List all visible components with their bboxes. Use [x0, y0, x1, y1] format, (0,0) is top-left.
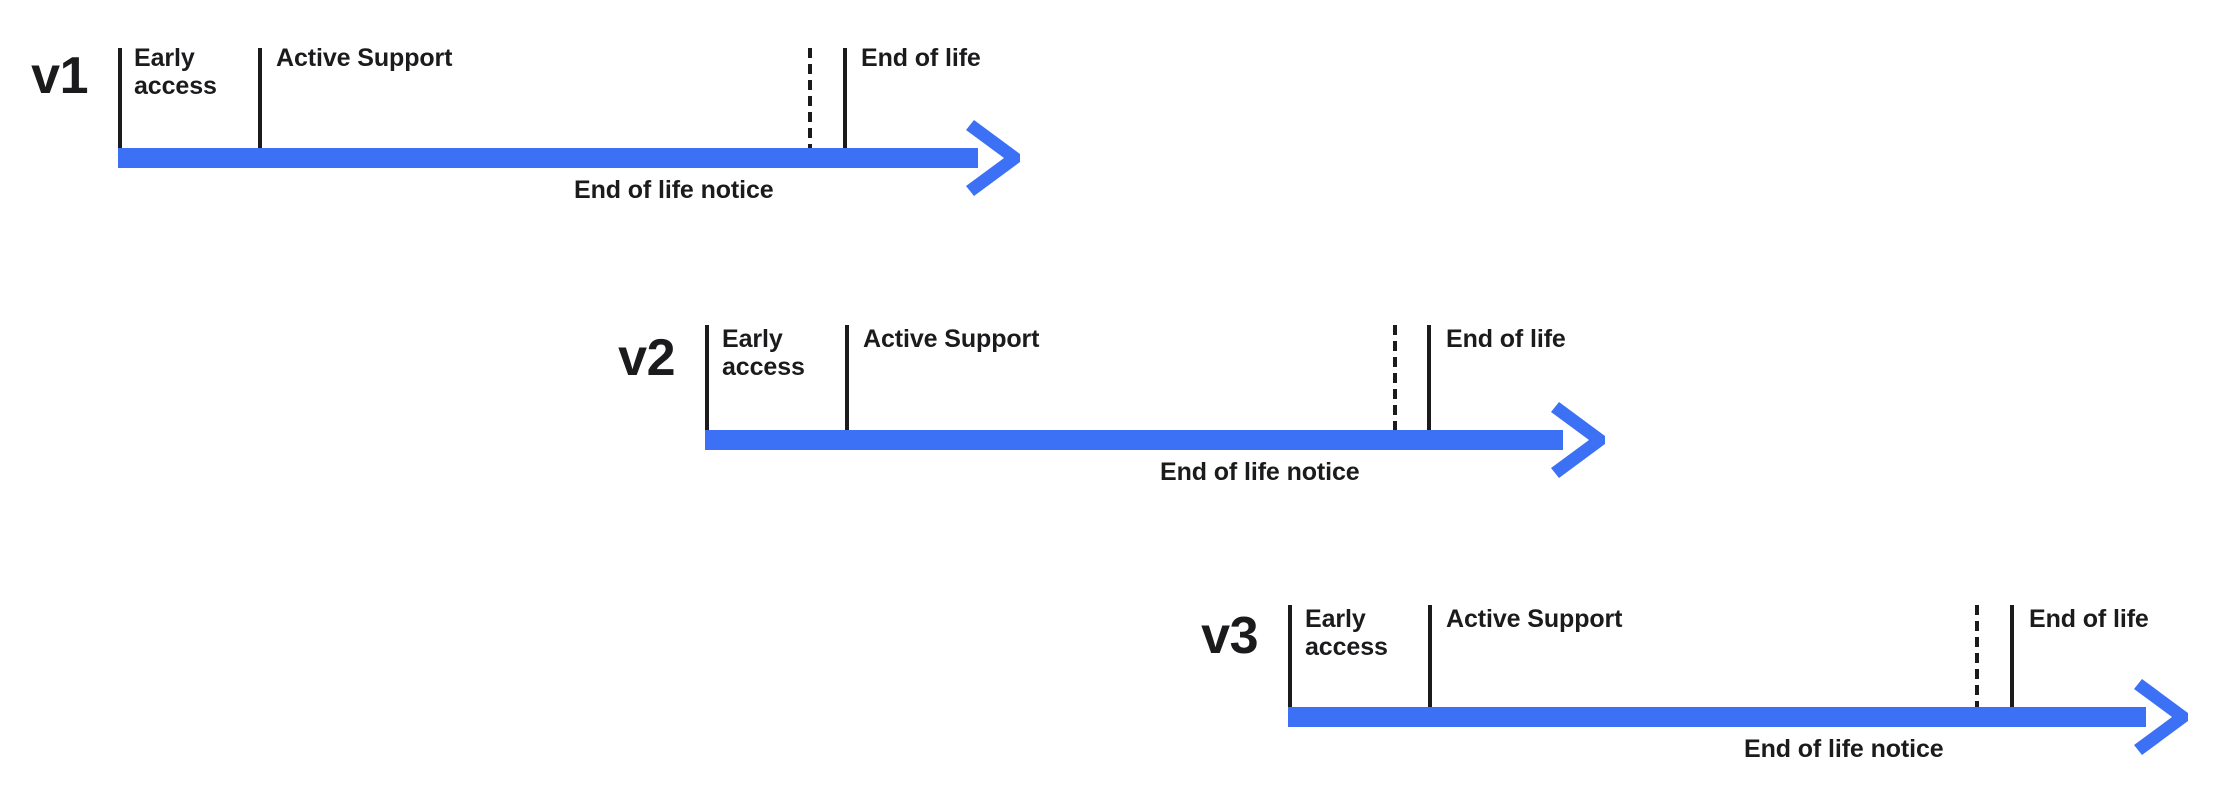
- phase-label-early-access-v1: Early access: [134, 44, 217, 100]
- timeline-arrow-head-v2: [1551, 402, 1605, 478]
- divider-end-of-life-start-v1: [843, 48, 847, 148]
- timeline-arrow-head-v1: [966, 120, 1020, 196]
- timeline-row-v3: v3 Early access Active Support End of li…: [0, 0, 2228, 762]
- phase-label-end-of-life-v2: End of life: [1446, 325, 1566, 353]
- divider-end-of-life-start-v2: [1427, 325, 1431, 430]
- timeline-row-v2: v2 Early access Active Support End of li…: [0, 0, 2228, 485]
- notice-label-v3: End of life notice: [1744, 735, 1944, 763]
- divider-early-access-start-v2: [705, 325, 709, 430]
- divider-end-of-life-notice-v1: [808, 48, 812, 148]
- notice-label-v2: End of life notice: [1160, 458, 1360, 486]
- divider-early-access-start-v1: [118, 48, 122, 148]
- phase-label-early-access-v2: Early access: [722, 325, 805, 381]
- version-label-v2: v2: [618, 329, 675, 387]
- timeline-arrow-shaft-v2: [705, 430, 1563, 450]
- divider-end-of-life-notice-v3: [1975, 605, 1979, 707]
- divider-end-of-life-notice-v2: [1393, 325, 1397, 430]
- divider-end-of-life-start-v3: [2010, 605, 2014, 707]
- notice-label-v1: End of life notice: [574, 176, 774, 204]
- divider-active-support-start-v2: [845, 325, 849, 430]
- phase-label-active-support-v2: Active Support: [863, 325, 1040, 353]
- phase-label-active-support-v1: Active Support: [276, 44, 453, 72]
- divider-active-support-start-v1: [258, 48, 262, 148]
- divider-active-support-start-v3: [1428, 605, 1432, 707]
- phase-label-end-of-life-v1: End of life: [861, 44, 981, 72]
- timeline-arrow-head-v3: [2134, 679, 2188, 755]
- version-label-v1: v1: [31, 47, 88, 105]
- version-label-v3: v3: [1201, 607, 1258, 665]
- phase-label-early-access-v3: Early access: [1305, 605, 1388, 661]
- phase-label-end-of-life-v3: End of life: [2029, 605, 2149, 633]
- phase-label-active-support-v3: Active Support: [1446, 605, 1623, 633]
- timeline-arrow-shaft-v1: [118, 148, 978, 168]
- divider-early-access-start-v3: [1288, 605, 1292, 707]
- timeline-arrow-shaft-v3: [1288, 707, 2146, 727]
- timeline-row-v1: v1 Early access Active Support End of li…: [0, 0, 2228, 230]
